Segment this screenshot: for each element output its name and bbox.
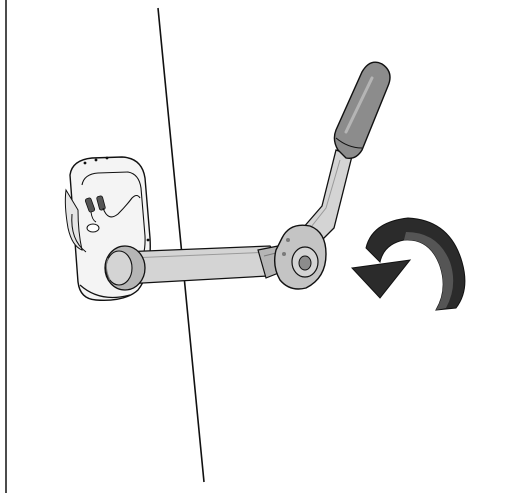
- rotation-arrow-icon: [350, 217, 466, 311]
- wall-edge-line: [157, 7, 205, 483]
- ratchet-wrench-icon: [104, 61, 391, 291]
- cable-connectors: [84, 194, 141, 223]
